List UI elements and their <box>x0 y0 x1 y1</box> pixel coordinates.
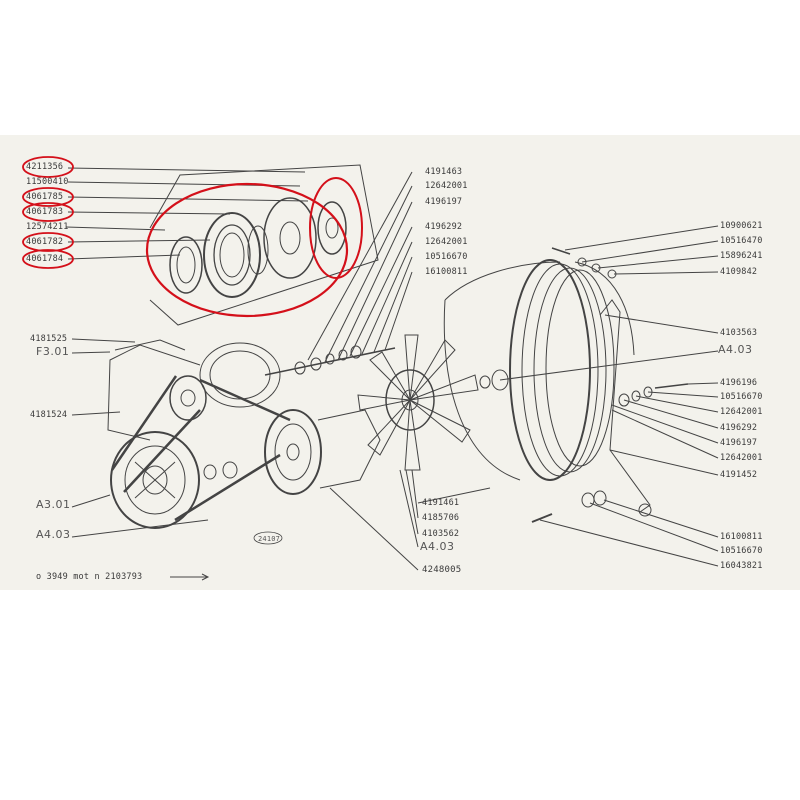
part-label-12642001-a: 12642001 <box>425 181 468 191</box>
part-label-4061782: 4061782 <box>26 237 64 247</box>
part-label-10516670-r2: 10516670 <box>720 546 763 556</box>
part-label-12574211: 12574211 <box>26 222 69 232</box>
part-label-12642001-r2: 12642001 <box>720 453 763 463</box>
part-label-4181525: 4181525 <box>30 334 68 344</box>
ref-label-A4-03-left: A4.03 <box>36 528 71 541</box>
part-label-10900621: 10900621 <box>720 221 763 231</box>
part-label-10516670: 10516670 <box>425 252 468 262</box>
part-label-4061783: 4061783 <box>26 207 64 217</box>
part-label-16100811-r: 16100811 <box>720 532 763 542</box>
part-label-4248005: 4248005 <box>422 565 462 575</box>
part-label-4196197-r: 4196197 <box>720 438 758 448</box>
part-label-4191463: 4191463 <box>425 167 463 177</box>
part-label-4061785: 4061785 <box>26 192 64 202</box>
part-label-4191461: 4191461 <box>422 498 460 508</box>
part-label-16100811: 16100811 <box>425 267 468 277</box>
part-label-12642001-r1: 12642001 <box>720 407 763 417</box>
part-label-4061784: 4061784 <box>26 254 64 264</box>
part-label-10516470: 10516470 <box>720 236 763 246</box>
part-label-12642001-b: 12642001 <box>425 237 468 247</box>
part-label-4185706: 4185706 <box>422 513 460 523</box>
part-label-4103563: 4103563 <box>720 328 758 338</box>
reference-tag: 24107 <box>258 535 281 543</box>
part-label-4191452: 4191452 <box>720 470 758 480</box>
part-label-4181524: 4181524 <box>30 410 68 420</box>
part-label-10516670-r: 10516670 <box>720 392 763 402</box>
part-label-16043821: 16043821 <box>720 561 763 571</box>
part-label-15896241: 15896241 <box>720 251 763 261</box>
part-label-4196292: 4196292 <box>425 222 463 232</box>
part-label-4103562: 4103562 <box>422 529 460 539</box>
ref-label-A3-01: A3.01 <box>36 498 71 511</box>
part-label-4196197: 4196197 <box>425 197 463 207</box>
part-label-4211356: 4211356 <box>26 162 64 172</box>
part-label-4109842: 4109842 <box>720 267 758 277</box>
ref-label-A4-03-right: A4.03 <box>718 343 753 356</box>
ref-label-F3-01: F3.01 <box>36 345 70 358</box>
part-label-4196196: 4196196 <box>720 378 758 388</box>
ref-label-A4-03-bottom: A4.03 <box>420 540 455 553</box>
part-label-11500410: 11500410 <box>26 177 69 187</box>
part-label-4196292-r: 4196292 <box>720 423 758 433</box>
footer-note: o 3949 mot n 2103793 <box>36 572 143 582</box>
